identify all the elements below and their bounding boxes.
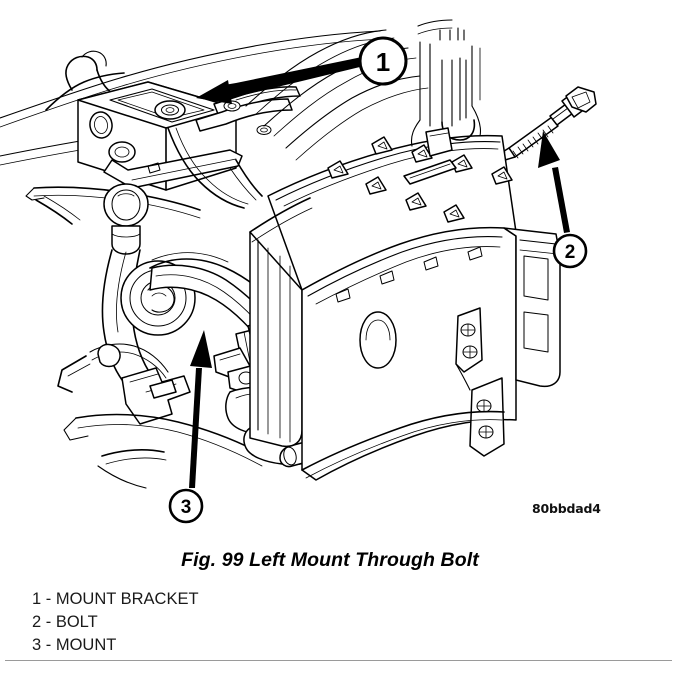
harness-tubes [425, 27, 476, 157]
housing-boss-row-upper [371, 136, 513, 185]
mount-bracket-arm [195, 86, 301, 135]
callout-2-label: 2 [565, 242, 576, 263]
housing-boss-row-lower [327, 160, 465, 223]
leader-arrow-2 [538, 131, 570, 233]
drawing-code: 80bbdad4 [532, 501, 601, 516]
legend-item-1: 1 - MOUNT BRACKET [32, 590, 199, 608]
transmission-housing [249, 134, 561, 481]
cowl-panel [410, 19, 482, 147]
leader-arrow-1 [196, 57, 364, 104]
legend-item-2: 2 - BOLT [32, 613, 98, 631]
bracket-support-rail [167, 127, 263, 209]
housing-access-hole [359, 311, 397, 369]
lower-subframe [57, 343, 267, 489]
legend: 1 - MOUNT BRACKET 2 - BOLT 3 - MOUNT [32, 588, 472, 657]
illustration: 1 2 3 80bbdad4 [0, 19, 601, 524]
mount-bracket [77, 81, 243, 191]
housing-pan-rail-bumps [335, 246, 483, 303]
housing-mid-rib [455, 307, 483, 373]
figure-caption: Fig. 99 Left Mount Through Bolt [181, 549, 479, 571]
callout-1-label: 1 [376, 47, 390, 77]
legend-item-3: 3 - MOUNT [32, 636, 117, 654]
bolt-threads [512, 125, 554, 159]
footer-divider [5, 660, 672, 661]
housing-lower-flange [455, 363, 505, 457]
leader-arrow-3 [189, 330, 212, 488]
illustration-svg: 1 2 3 [0, 19, 597, 524]
callout-3[interactable]: 3 [168, 488, 204, 524]
callout-1[interactable]: 1 [358, 36, 408, 86]
through-bolt [491, 86, 597, 161]
callout-2[interactable]: 2 [552, 233, 588, 269]
callout-3-label: 3 [181, 497, 192, 518]
